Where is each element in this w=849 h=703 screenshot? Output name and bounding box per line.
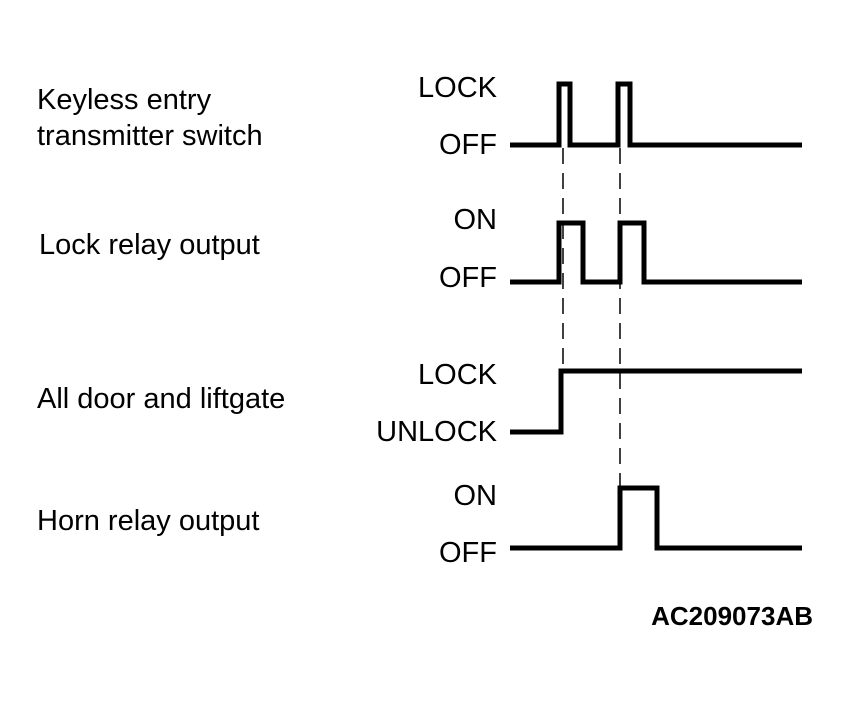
waveform-keyless-switch [510,81,802,148]
signal-name-lock-relay: Lock relay output [39,229,260,261]
state-label-lock-relay-low: OFF [439,262,497,294]
figure-code: AC209073AB [651,601,813,631]
state-label-lock-relay-high: ON [453,204,498,236]
signal-name-horn-relay: Horn relay output [37,505,260,537]
signal-name-keyless-switch: Keyless entry transmitter switch [37,84,263,152]
signal-name-door-lock: All door and liftgate [37,383,286,415]
waveform-lock-relay [510,220,802,285]
state-label-horn-low: OFF [439,537,497,569]
state-label-keyless-low: OFF [439,129,497,161]
state-label-door-low: UNLOCK [376,416,497,448]
state-label-door-high: LOCK [418,359,497,391]
waveform-horn-relay [510,485,802,551]
state-label-horn-high: ON [453,480,498,512]
waveform-door-lock [510,368,802,435]
state-label-keyless-high: LOCK [418,72,497,104]
